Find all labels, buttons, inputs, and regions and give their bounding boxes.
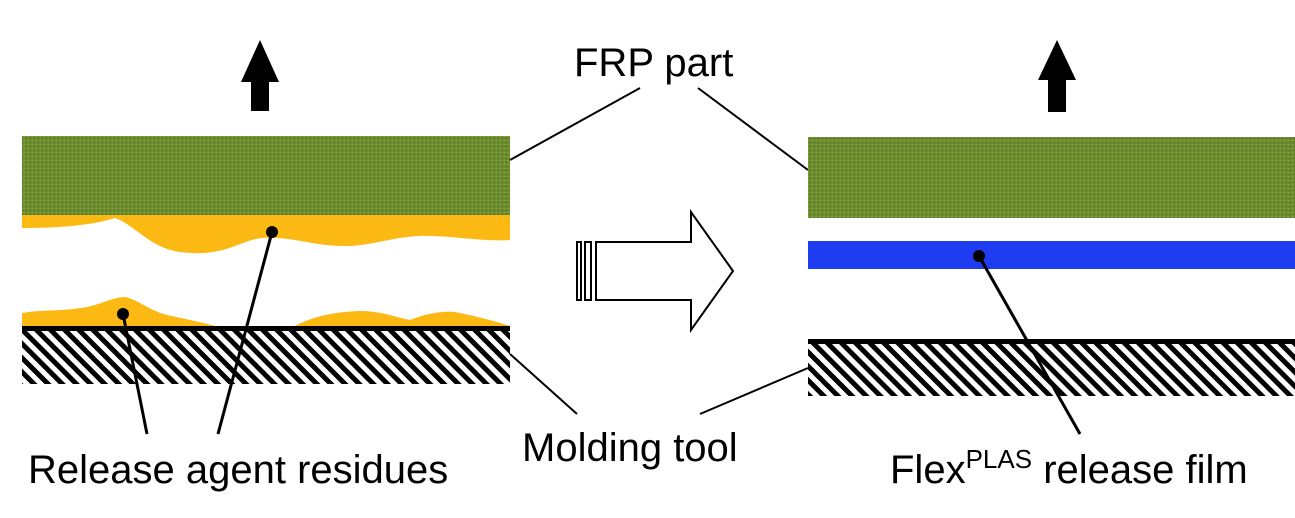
- right-molding-tool: [808, 344, 1295, 396]
- release-film-brand-sup: PLAS: [965, 444, 1033, 474]
- residue-dot-bottom: [117, 308, 129, 320]
- residue-leader-top: [216, 231, 274, 435]
- release-film-brand: Flex: [890, 448, 966, 492]
- tool-leader-left: [509, 353, 578, 415]
- left-tool-surface: [22, 326, 510, 331]
- frp-leader-left: [509, 87, 641, 161]
- right-release-film: [808, 241, 1295, 269]
- film-leader: [977, 255, 1082, 435]
- right-frp-part: [808, 137, 1295, 218]
- film-dot: [973, 250, 985, 262]
- left-frp-part: [22, 136, 510, 215]
- right-tool-surface: [808, 339, 1295, 344]
- left-up-arrow-icon: [241, 40, 279, 111]
- frp-part-label: FRP part: [574, 41, 734, 85]
- release-agent-residues-label: Release agent residues: [28, 448, 449, 492]
- residue-dot-top: [266, 226, 278, 238]
- frp-leader-right: [697, 87, 809, 171]
- residue-leader-bottom: [121, 313, 149, 435]
- process-arrow-icon: [576, 208, 735, 334]
- left-molding-tool: [22, 331, 510, 384]
- left-release-agent-top: [22, 215, 510, 254]
- tool-leader-right: [699, 367, 809, 415]
- molding-tool-label: Molding tool: [522, 426, 738, 470]
- right-up-arrow-icon: [1038, 40, 1076, 112]
- release-film-label: FlexPLAS release film: [890, 446, 1248, 490]
- left-release-agent-bottom-2: [295, 311, 510, 326]
- release-film-rest: release film: [1032, 448, 1248, 492]
